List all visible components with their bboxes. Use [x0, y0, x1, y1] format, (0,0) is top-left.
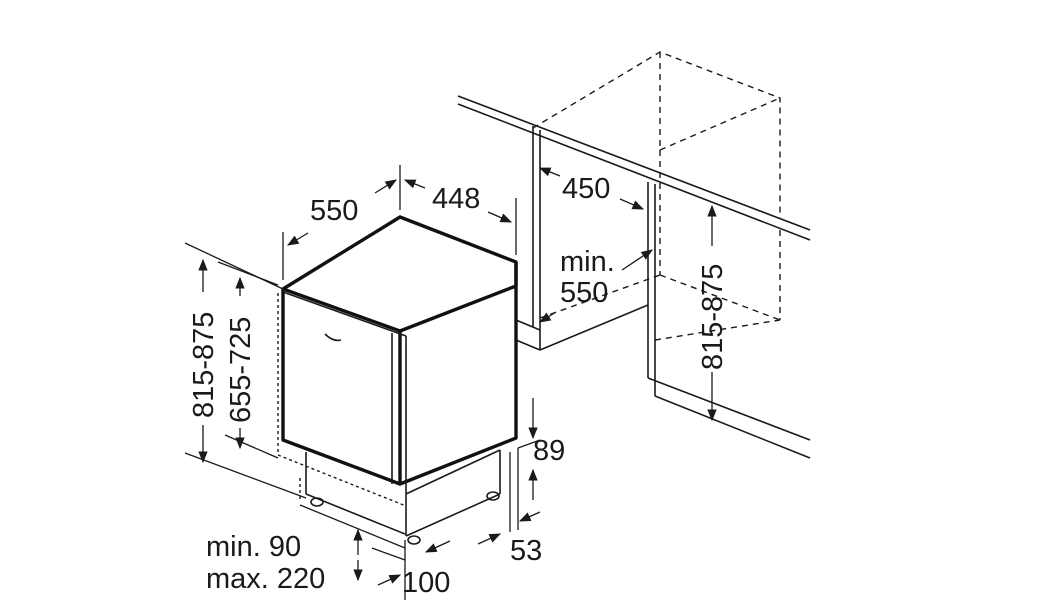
height-niche-right-label: 815-875	[697, 264, 729, 370]
foot-depth-label: 100	[402, 567, 450, 599]
height-niche-left-label: 815-875	[188, 312, 220, 418]
dishwasher-body	[277, 215, 518, 545]
niche-min-value-label: 550	[560, 277, 608, 309]
plinth-min-label: min. 90	[206, 531, 301, 563]
width-front-label: 448	[432, 183, 480, 215]
plinth-top-label: 89	[533, 435, 565, 467]
plinth-bottom-label: 53	[510, 535, 542, 567]
dimension-lines	[184, 165, 717, 600]
niche-cabinet	[457, 51, 811, 459]
height-door-label: 655-725	[225, 317, 257, 423]
plinth-max-label: max. 220	[206, 563, 325, 595]
niche-depth-label: 450	[562, 173, 610, 205]
width-side-label: 550	[310, 195, 358, 227]
niche-min-label: min.	[560, 246, 615, 278]
